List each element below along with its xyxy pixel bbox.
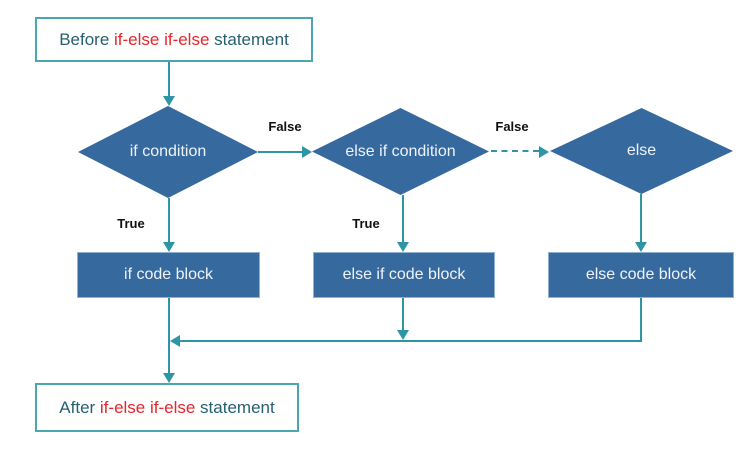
before-text-highlight: if-else if-else — [114, 29, 210, 49]
arrowhead-elseif-to-elseifblock — [397, 242, 409, 252]
arrowhead-elseif-to-else — [539, 146, 549, 158]
edge-else-to-elseblock — [640, 194, 642, 242]
else-if-code-block-rect: else if code block — [313, 252, 495, 298]
after-statement-box: After if-else if-else statement — [35, 383, 299, 432]
after-text-highlight: if-else if-else — [99, 397, 196, 417]
before-text-suffix: statement — [209, 29, 289, 49]
edge-elseif-to-else — [491, 150, 539, 152]
arrowhead-merge-left — [170, 335, 180, 347]
before-statement-box: Before if-else if-else statement — [35, 17, 313, 62]
edge-ifblock-to-after — [168, 298, 170, 373]
else-if-code-block-label: else if code block — [342, 266, 466, 283]
after-text-prefix: After — [59, 397, 100, 417]
else-label: else — [626, 142, 657, 159]
edge-elseifblock-to-merge — [402, 298, 404, 330]
else-code-block-label: else code block — [585, 266, 697, 283]
arrowhead-if-to-ifblock — [163, 242, 175, 252]
merge-line — [180, 340, 642, 342]
else-code-block-rect: else code block — [548, 252, 734, 298]
edge-if-to-elseif — [258, 151, 302, 153]
after-text-suffix: statement — [195, 397, 275, 417]
edge-before-to-if — [168, 62, 170, 96]
arrowhead-elseifblock-to-merge — [397, 330, 409, 340]
edge-elseblock-to-merge — [640, 298, 642, 342]
true-label-elseif: True — [352, 216, 380, 231]
if-code-block-label: if code block — [124, 266, 213, 283]
arrowhead-else-to-elseblock — [635, 242, 647, 252]
true-label-if: True — [117, 216, 145, 231]
if-code-block-rect: if code block — [77, 252, 260, 298]
else-diamond: else — [550, 108, 733, 194]
false-label-if: False — [268, 119, 302, 134]
if-condition-diamond: if condition — [78, 106, 258, 198]
edge-if-to-ifblock — [168, 198, 170, 242]
arrowhead-into-after-box — [163, 373, 175, 383]
else-if-condition-diamond: else if condition — [312, 108, 489, 195]
false-label-elseif: False — [495, 119, 529, 134]
if-condition-label: if condition — [129, 143, 207, 160]
arrowhead-before-to-if — [163, 96, 175, 106]
arrowhead-if-to-elseif — [302, 146, 312, 158]
else-if-condition-label: else if condition — [345, 142, 456, 160]
before-text-prefix: Before — [59, 29, 114, 49]
edge-elseif-to-elseifblock — [402, 195, 404, 242]
